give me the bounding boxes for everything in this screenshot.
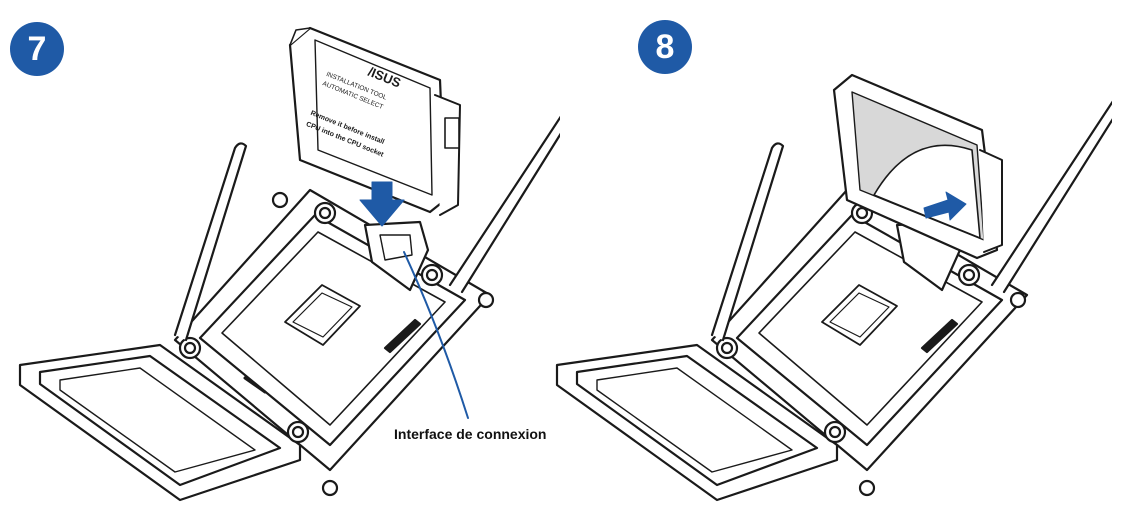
socket-lever-left: [710, 142, 785, 342]
socket-lever-right: [990, 100, 1112, 294]
push-arrow-icon: [923, 191, 967, 221]
step-7-badge: 7: [10, 22, 64, 76]
socket-screws: [715, 201, 1027, 497]
socket-lever-left: [173, 142, 248, 342]
socket-screws: [178, 191, 495, 497]
step-8-illustration: [555, 73, 1112, 502]
callout-leader-line: [403, 251, 469, 419]
connection-interface-label: Interface de connexion: [394, 426, 547, 442]
step-8-badge: 8: [638, 20, 692, 74]
insertion-arrow-icon: [359, 181, 405, 227]
installation-tool: [288, 26, 461, 216]
socket-lever-right: [448, 115, 560, 294]
step-7-illustration: /ISUS INSTALLATION TOOL AUTOMATIC SELECT…: [18, 26, 560, 502]
